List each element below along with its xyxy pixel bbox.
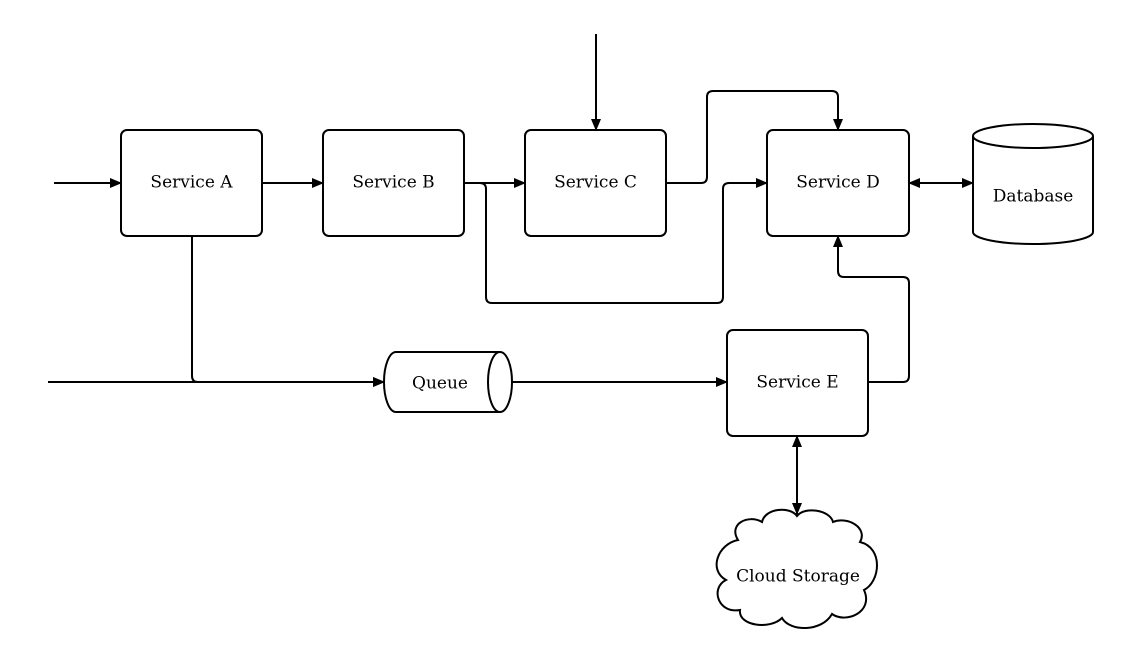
service-e-label: Service E (756, 373, 838, 393)
service-d-box (766, 129, 910, 237)
edge-service-b-to-service-d (464, 178, 768, 304)
service-a-box (120, 129, 263, 237)
node-service-d[interactable]: Service D (766, 129, 910, 237)
service-d-label: Service D (796, 173, 880, 193)
service-b-label: Service B (352, 173, 434, 193)
node-cloud-storage[interactable]: Cloud Storage (715, 508, 878, 630)
queue-cylinder-end (487, 351, 501, 413)
edge-service-a-to-queue (191, 236, 385, 387)
service-e-box (726, 329, 869, 437)
database-cylinder-top (972, 135, 1094, 149)
edge-service-e-to-service-d (833, 235, 910, 383)
cloud-storage-shape (715, 508, 878, 630)
cloud-storage-label: Cloud Storage (736, 567, 860, 587)
service-a-label: Service A (150, 173, 233, 193)
database-label: Database (993, 187, 1074, 207)
node-service-e[interactable]: Service E (726, 329, 869, 437)
service-b-box (322, 129, 465, 237)
edge-service-c-to-service-d (666, 90, 843, 184)
edges (48, 34, 974, 515)
database-cylinder-body (972, 123, 1094, 245)
node-database[interactable]: Database (972, 123, 1094, 245)
node-queue[interactable]: Queue (383, 351, 513, 413)
node-service-c[interactable]: Service C (524, 129, 667, 237)
service-c-label: Service C (554, 173, 637, 193)
node-service-a[interactable]: Service A (120, 129, 263, 237)
node-service-b[interactable]: Service B (322, 129, 465, 237)
service-c-box (524, 129, 667, 237)
queue-label: Queue (412, 374, 468, 394)
